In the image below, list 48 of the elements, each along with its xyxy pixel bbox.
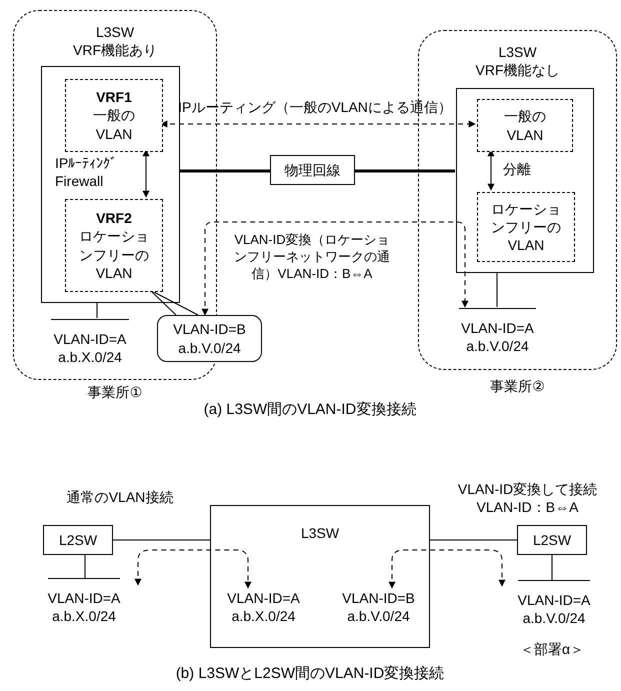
site-caption: 事業所② [489, 377, 546, 396]
label-text: 一般のVLAN [92, 106, 136, 143]
callout-tail [150, 290, 198, 316]
figure-caption: (a) L3SW間のVLAN-ID変換接続 [202, 400, 418, 420]
figure-caption: (b) L3SWとL2SW間のVLAN-ID変換接続 [174, 664, 446, 684]
vlan-box [65, 199, 163, 292]
vrf-name: VRF1 [96, 88, 132, 106]
address-text: VLAN-ID=A a.b.V.0/24 [460, 319, 535, 356]
label-text: ロケーションフリーのVLAN [78, 227, 150, 282]
switch-box [210, 505, 430, 648]
vlan-box [477, 99, 573, 152]
connector-line [179, 170, 270, 172]
cable-box [270, 155, 355, 185]
label-text: L3SW VRF機能あり [72, 23, 158, 60]
vlan-box [65, 79, 163, 152]
vlan-address-text: VLAN-ID=B a.b.V.0/24 [331, 589, 426, 629]
edge-label: IPﾙｰﾃｨﾝｸﾞ Firewall [55, 154, 118, 190]
label-text: 一般のVLAN [503, 107, 547, 144]
vlan-box [477, 192, 575, 262]
note-text: 通常のVLAN接続 [66, 488, 174, 506]
label-text: L3SW VRF機能なし [474, 43, 560, 80]
switch-box [517, 525, 587, 555]
label-text: L3SW [300, 524, 340, 542]
connector-line [355, 170, 455, 172]
connector-line [496, 272, 498, 308]
address-text: VLAN-ID=A a.b.V.0/24 [516, 591, 592, 628]
vrf-name: VRF2 [96, 209, 132, 228]
label-text: L2SW [532, 530, 572, 550]
address-text: VLAN-ID=A a.b.X.0/24 [46, 589, 122, 626]
connector-line [96, 302, 98, 318]
label-text: ロケーションフリーのVLAN [490, 200, 562, 254]
switch-box [41, 66, 180, 303]
site-caption: 事業所① [86, 383, 144, 402]
connector-line [84, 554, 86, 578]
label-text: 物理回線 [284, 160, 340, 180]
edge-label: VLAN-ID変換（ロケーションフリーネットワークの通信）VLAN-ID：B⇔A [233, 232, 391, 283]
vlan-address-text: VLAN-ID=A a.b.X.0/24 [216, 589, 311, 629]
label-text: L2SW [58, 530, 98, 550]
switch-box [43, 525, 113, 555]
arrow [134, 550, 252, 589]
note-text: ＜部署α＞ [518, 640, 586, 658]
arrow [388, 550, 506, 589]
note-text: VLAN-ID変換して接続 VLAN-ID：B⇔A [456, 480, 598, 516]
edge-label: 分離 [503, 160, 532, 178]
label-text: VLAN-ID=B a.b.V.0/24 [172, 320, 247, 357]
address-text: VLAN-ID=A a.b.X.0/24 [52, 330, 128, 366]
arrow [202, 222, 468, 316]
switch-box [456, 88, 594, 273]
